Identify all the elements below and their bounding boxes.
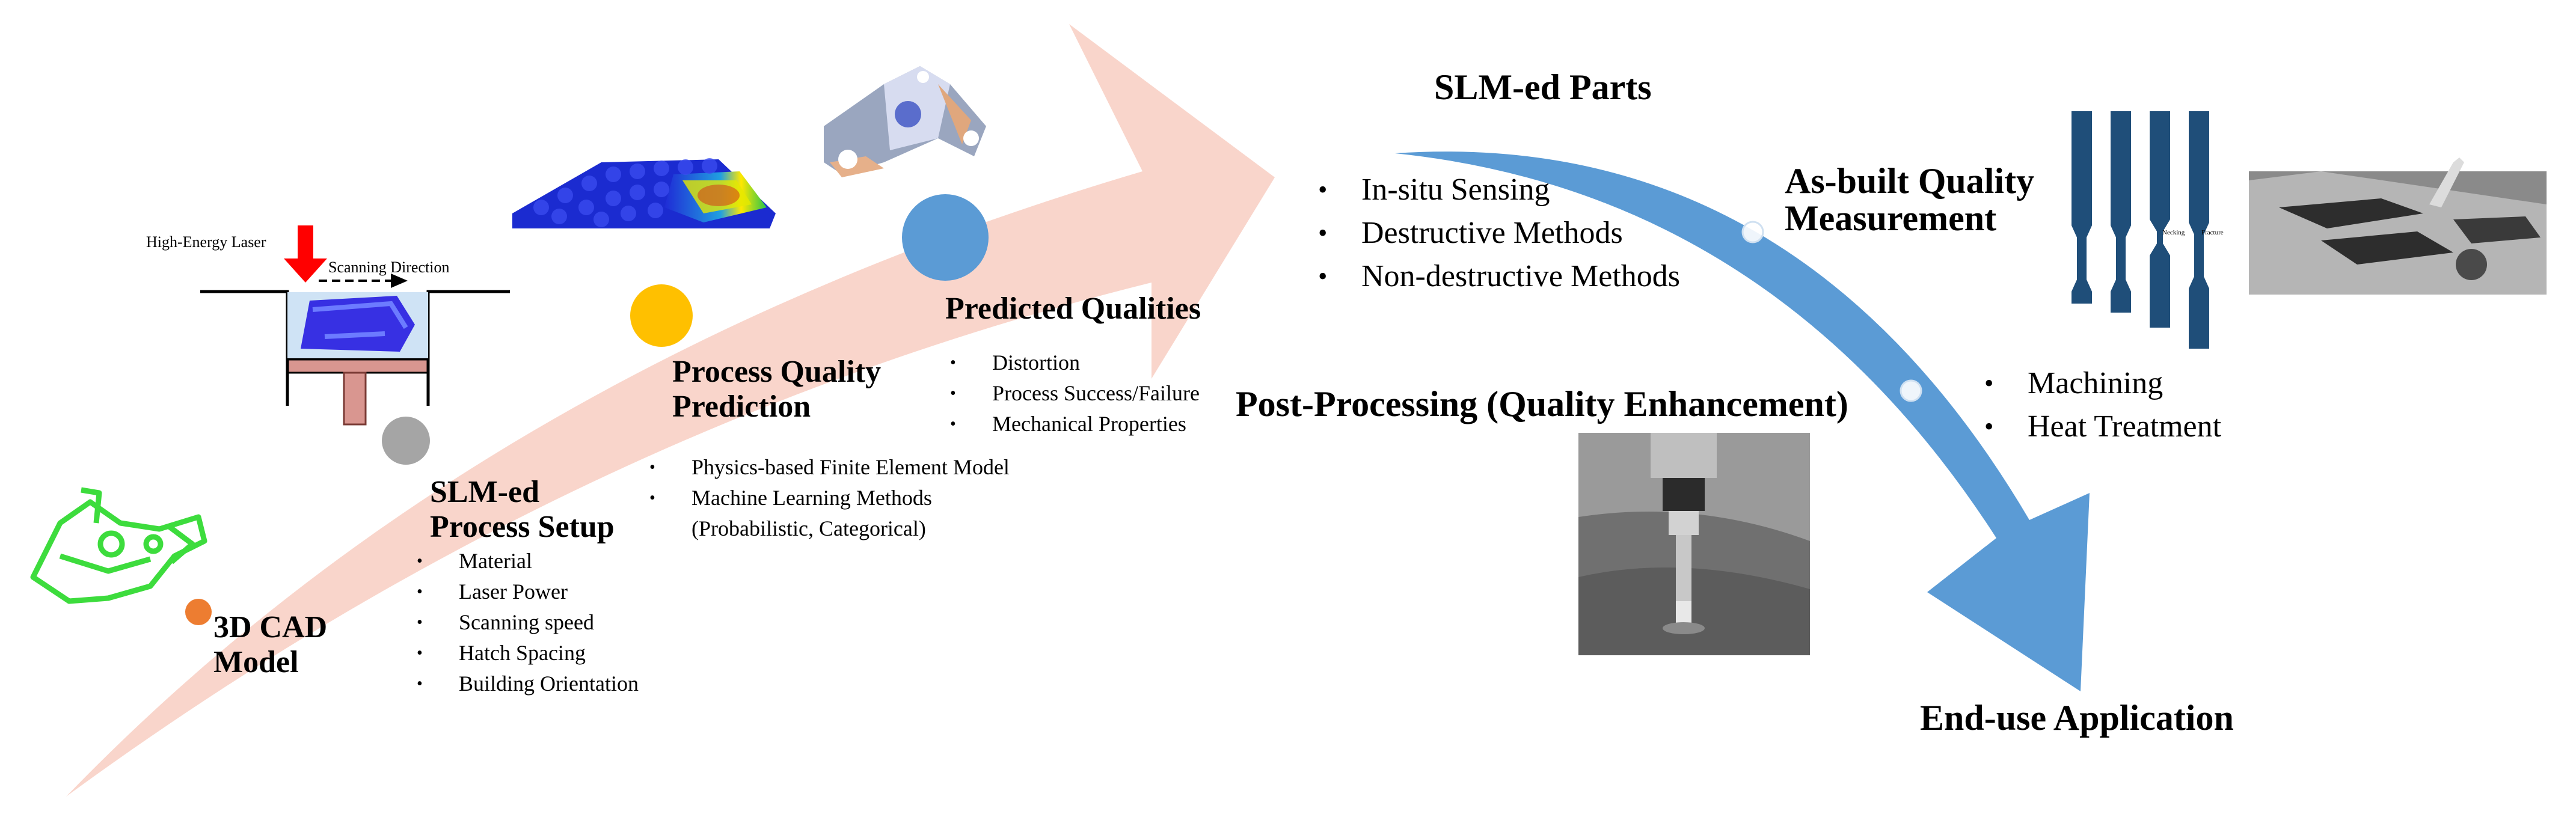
- predicted-item: Distortion: [950, 347, 1200, 378]
- bracket-part-image: [824, 66, 986, 177]
- setup-parameter-list: Material Laser Power Scanning speed Hatc…: [417, 546, 639, 699]
- measurement-title: As-built Quality Measurement: [1785, 161, 2035, 238]
- prediction-dot: [630, 284, 693, 347]
- setup-item: Building Orientation: [417, 668, 639, 699]
- setup-item: Hatch Spacing: [417, 638, 639, 668]
- simulation-mesh-image: [512, 158, 776, 228]
- parts-title: SLM-ed Parts: [1434, 67, 1652, 107]
- cad-title: 3D CAD Model: [213, 610, 328, 679]
- scan-direction-label: Scanning Direction: [328, 258, 450, 276]
- parts-dot: [1741, 221, 1764, 243]
- tensile-specimens-image: [2072, 111, 2209, 349]
- post-processing-list: Machining Heat Treatment: [1984, 362, 2221, 448]
- parts-item: In-situ Sensing: [1318, 168, 1680, 212]
- predicted-item: Process Success/Failure: [950, 378, 1200, 409]
- post-processing-title: Post-Processing (Quality Enhancement): [1236, 384, 1848, 424]
- milling-photo: [1578, 433, 1810, 655]
- machined-part-photo: [2249, 158, 2547, 295]
- prediction-item: Physics-based Finite Element Model: [649, 452, 1010, 483]
- process-flow-arrow: [66, 24, 1275, 797]
- predicted-item: Mechanical Properties: [950, 409, 1200, 439]
- specimen-label-necking: Necking: [2162, 229, 2185, 236]
- slm-machine-diagram: [200, 225, 510, 426]
- prediction-item-continuation: (Probabilistic, Categorical): [692, 516, 926, 540]
- post-item: Machining: [1984, 362, 2221, 405]
- setup-dot: [382, 417, 430, 465]
- cad-dot: [185, 599, 212, 625]
- end-use-title: End-use Application: [1920, 698, 2234, 738]
- prediction-item: Machine Learning Methods: [649, 483, 1010, 513]
- setup-item: Scanning speed: [417, 607, 639, 638]
- setup-item: Material: [417, 546, 639, 577]
- parts-method-list: In-situ Sensing Destructive Methods Non-…: [1318, 168, 1680, 298]
- parts-item: Non-destructive Methods: [1318, 255, 1680, 298]
- parts-item: Destructive Methods: [1318, 212, 1680, 255]
- predicted-title: Predicted Qualities: [945, 292, 1201, 326]
- quality-flow-arrow: [1395, 151, 2090, 691]
- prediction-method-list: Physics-based Finite Element Model Machi…: [649, 452, 1010, 513]
- post-item: Heat Treatment: [1984, 405, 2221, 448]
- setup-item: Laser Power: [417, 577, 639, 607]
- cad-part-image: [30, 487, 207, 604]
- specimen-label-fracture: Fracture: [2201, 229, 2224, 236]
- setup-title: SLM-ed Process Setup: [430, 475, 615, 544]
- predicted-quality-list: Distortion Process Success/Failure Mecha…: [950, 347, 1200, 439]
- predicted-dot: [902, 194, 989, 281]
- laser-label: High-Energy Laser: [146, 233, 266, 251]
- prediction-title: Process Quality Prediction: [672, 355, 882, 424]
- post-dot: [1900, 379, 1922, 402]
